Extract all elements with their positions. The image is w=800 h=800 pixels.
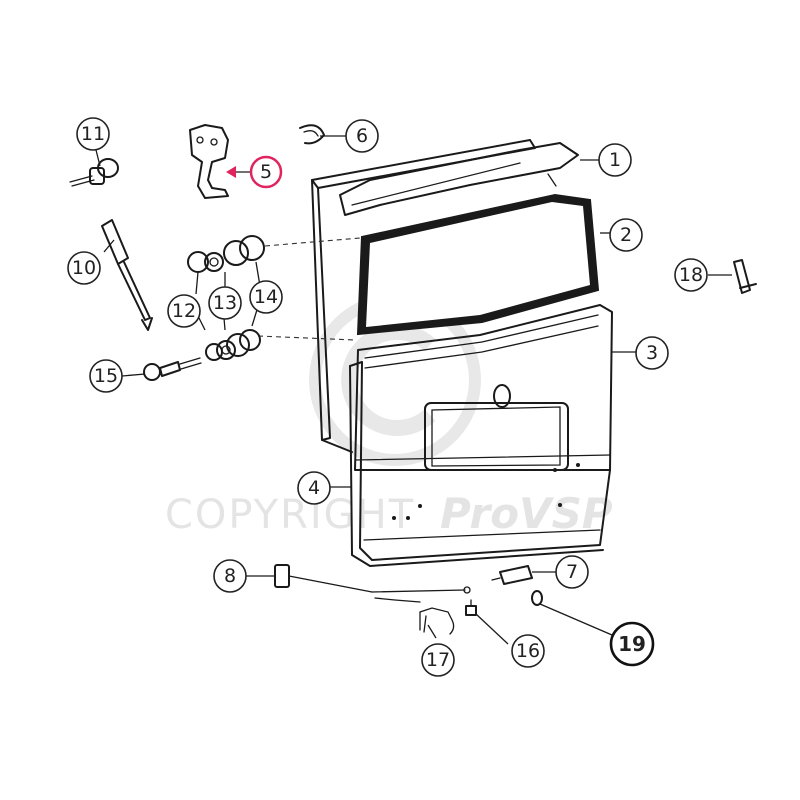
callout-5-label: 5 [260,161,272,183]
callout-7-label: 7 [566,561,578,583]
part-7-lock [491,565,533,585]
callout-13-label: 13 [213,292,237,314]
callout-4-label: 4 [308,477,320,499]
callout-16: 16 [511,634,545,668]
callout-5-highlighted: 5 [226,155,283,189]
watermark: COPYRIGHT ProVSP [165,294,613,538]
watermark-copyright-text: COPYRIGHT [165,492,415,538]
callout-13: 13 [208,286,242,320]
callout-18: 18 [674,258,708,292]
callout-3: 3 [635,336,669,370]
callout-11: 11 [76,117,110,151]
callout-2: 2 [609,218,643,252]
leader-lines [95,135,732,645]
part-11-ball-stud [69,158,119,187]
callout-19-label: 19 [618,632,646,656]
part-5-hinge [189,124,229,199]
part-10-gas-strut [101,219,153,331]
callout-17: 17 [421,643,455,677]
callout-12: 12 [167,294,201,328]
callout-6-label: 6 [356,125,368,147]
callout-8-label: 8 [224,565,236,587]
callout-4: 4 [297,471,331,505]
callout-6: 6 [345,119,379,153]
callout-1-label: 1 [609,149,621,171]
part-19-clip [531,590,543,606]
callout-16-label: 16 [516,640,540,662]
part-2-window [356,173,600,336]
callout-15-label: 15 [94,365,118,387]
callout-11-label: 11 [81,123,105,145]
part-12-13-14-bumpers [187,235,265,361]
callout-18-label: 18 [679,264,703,286]
callout-7: 7 [555,555,589,589]
callout-10-label: 10 [72,257,96,279]
callout-19-highlighted: 19 [609,621,655,667]
part-3-tailgate-panel [354,304,613,471]
callout-1: 1 [598,143,632,177]
callout-8: 8 [213,559,247,593]
callout-17-label: 17 [426,649,450,671]
part-4-inner-trim [349,361,611,567]
callout-10: 10 [67,251,101,285]
part-17-wiring [419,607,455,635]
callout-5-arrow [226,166,236,178]
part-15-ball-joint [143,357,202,381]
callout-12-label: 12 [172,300,196,322]
part-6-seal [299,124,536,453]
part-8-release-handle [274,564,471,603]
callout-15: 15 [89,359,123,393]
assembly-lines [257,237,361,341]
callout-14: 14 [249,280,283,314]
part-16-switch [465,599,477,616]
callout-14-label: 14 [254,286,278,308]
callout-3-label: 3 [646,342,658,364]
watermark-brand-text: ProVSP [440,489,613,538]
part-18-pin [733,259,757,294]
callout-2-label: 2 [620,224,632,246]
